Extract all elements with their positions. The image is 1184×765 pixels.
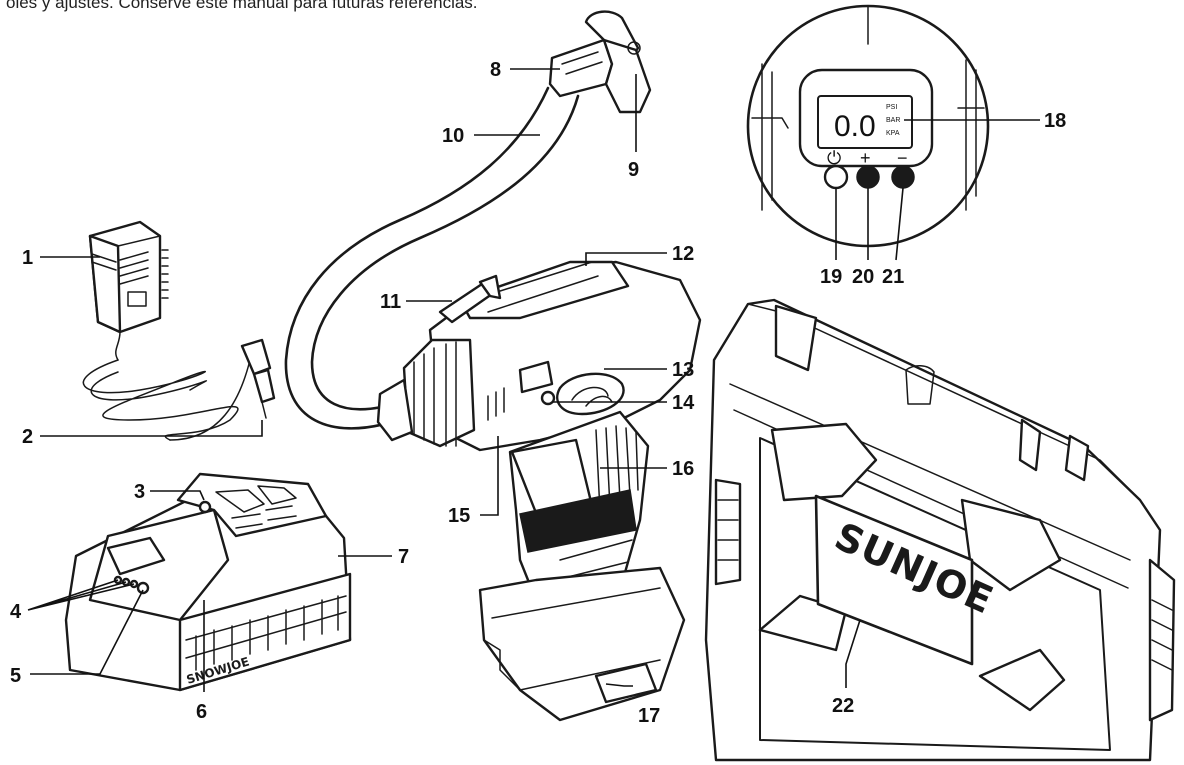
power-icon: ⏻	[827, 148, 841, 168]
lcd-unit-bar: BAR	[886, 117, 900, 124]
callout-3: 3	[134, 481, 145, 503]
callout-14: 14	[672, 392, 695, 414]
lcd-reading: 0.0	[834, 110, 876, 143]
callout-6: 6	[196, 701, 207, 723]
callout-4: 4	[10, 601, 22, 623]
callout-10: 10	[442, 125, 464, 147]
callout-12: 12	[672, 243, 694, 265]
callout-7: 7	[398, 546, 409, 568]
lcd-unit-kpa: KPA	[886, 130, 900, 137]
battery-release-dot	[198, 500, 212, 514]
callout-13: 13	[672, 359, 694, 381]
display-detail: 0.0 PSI BAR KPA ⏻ + −	[746, 4, 990, 248]
leader-lines	[27, 68, 1040, 692]
callout-11: 11	[380, 291, 401, 313]
callout-19: 19	[820, 266, 842, 288]
callout-8: 8	[490, 59, 501, 81]
callout-1: 1	[22, 247, 33, 269]
callout-21: 21	[882, 266, 904, 288]
inflator-tool	[284, 10, 702, 722]
callout-16: 16	[672, 458, 694, 480]
lcd-unit-psi: PSI	[886, 104, 897, 111]
plus-icon: +	[860, 148, 871, 168]
callout-numbers: 1 2 3 4 5 6 7 8 9 10 11 12 13 14 15 16 1…	[10, 59, 1066, 727]
callout-15: 15	[448, 505, 470, 527]
minus-button[interactable]	[891, 165, 915, 189]
callout-2: 2	[22, 426, 33, 448]
callout-18: 18	[1044, 110, 1066, 132]
intro-text: oles y ajustes. Conserve este manual par…	[6, 0, 478, 12]
minus-icon: −	[897, 148, 908, 168]
callout-20: 20	[852, 266, 874, 288]
callout-9: 9	[628, 159, 639, 181]
callout-22: 22	[832, 695, 854, 717]
callout-17: 17	[638, 705, 660, 727]
callout-5: 5	[10, 665, 21, 687]
battery-pack: SNOWJOE	[64, 472, 352, 692]
charger-adapter	[82, 220, 276, 441]
power-button[interactable]	[823, 164, 849, 190]
plus-button[interactable]	[856, 165, 880, 189]
carry-case: SUNJOE	[704, 298, 1176, 762]
